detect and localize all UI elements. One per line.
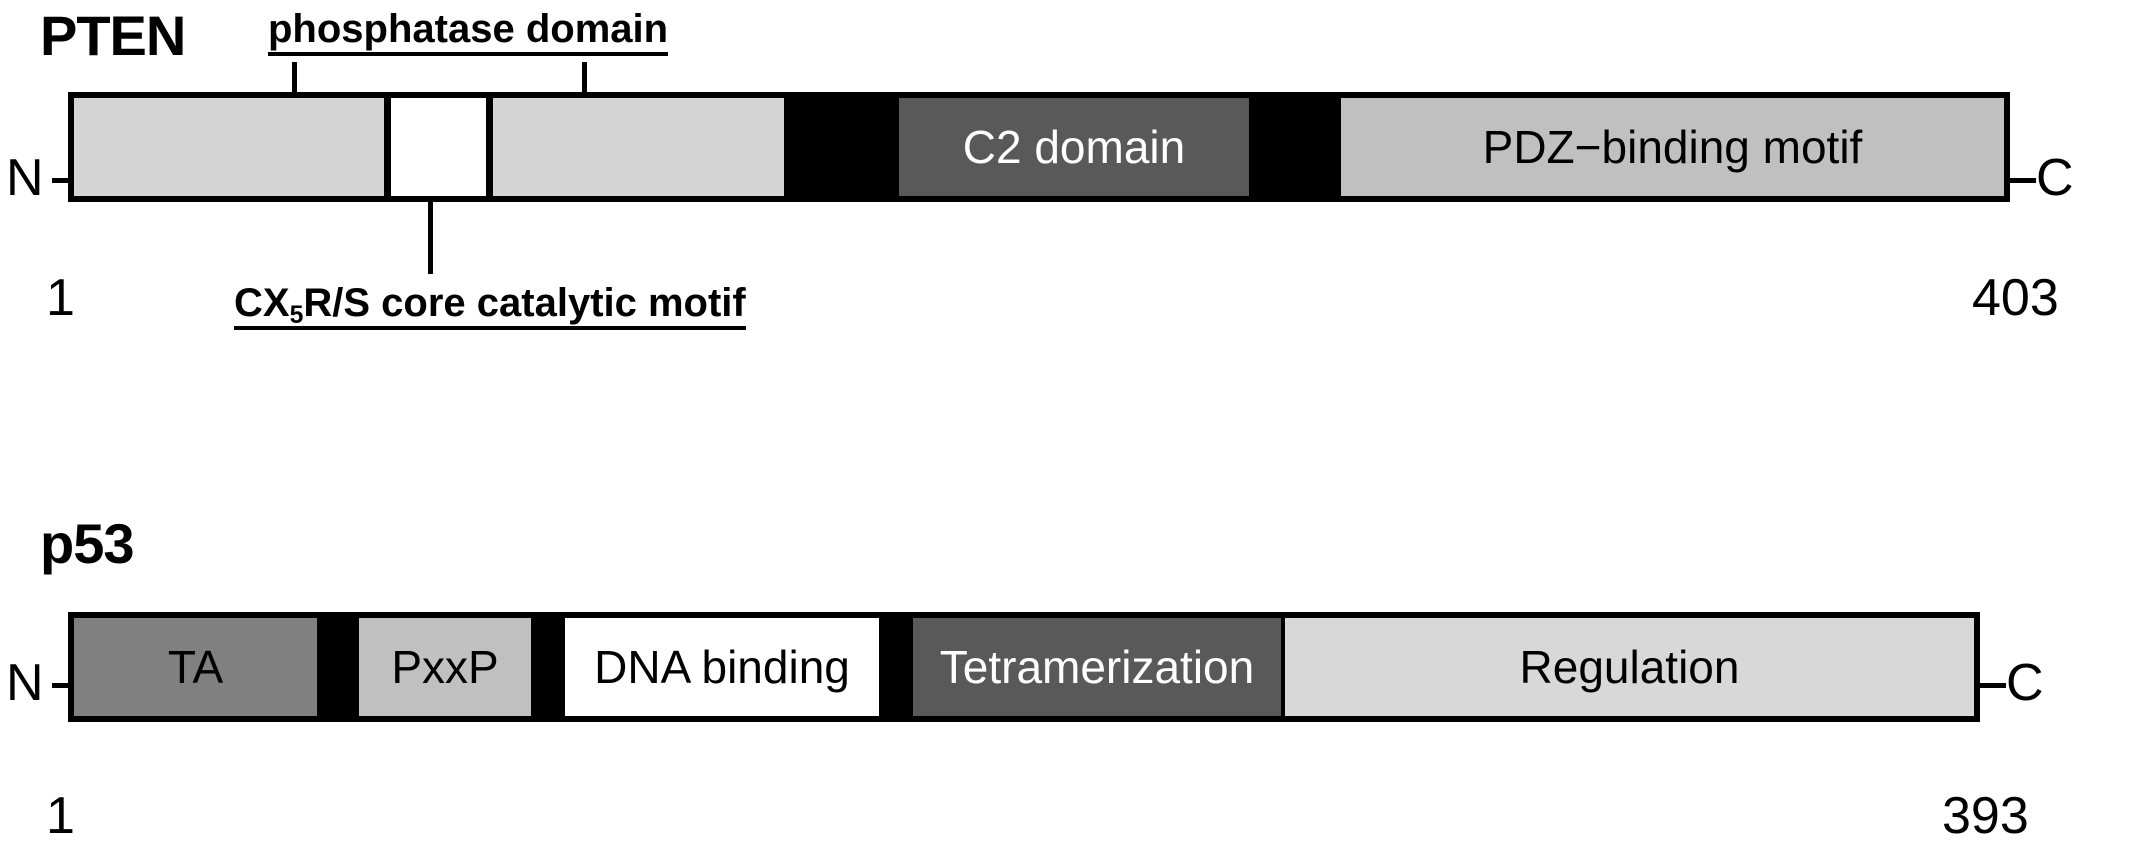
segment-phosphatase-a[interactable] — [74, 98, 384, 196]
annotation-cx-prefix: CX — [234, 281, 290, 325]
segment-linker-1 — [784, 98, 899, 196]
divider-tetramerization-regulation — [1281, 618, 1285, 716]
protein-bar-pten: C2 domain PDZ−binding motif — [68, 92, 2010, 202]
protein-title-pten: PTEN — [40, 4, 186, 67]
protein-bar-p53: TA PxxP DNA binding Tetramerization Regu… — [68, 612, 1980, 722]
segment-regulation[interactable]: Regulation — [1285, 618, 1974, 716]
segment-ta[interactable]: TA — [74, 618, 317, 716]
pten-n-terminus-tick — [52, 178, 76, 183]
segment-pxxp[interactable]: PxxP — [359, 618, 531, 716]
segment-pdz-binding-motif[interactable]: PDZ−binding motif — [1341, 98, 2004, 196]
divider-phosphatase-a-cx5rs — [384, 98, 391, 196]
p53-n-terminus-label: N — [6, 654, 44, 712]
p53-start-residue: 1 — [46, 787, 75, 845]
divider-cx5rs-phosphatase-b — [486, 98, 493, 196]
pten-end-residue: 403 — [1972, 269, 2059, 327]
annotation-core-catalytic-motif: CX5R/S core catalytic motif — [234, 282, 746, 330]
p53-n-terminus-tick — [52, 683, 76, 688]
leader-line-cx5rs — [428, 202, 433, 274]
pten-c-terminus-tick — [2010, 178, 2036, 183]
annotation-cx-suffix: R/S core catalytic motif — [303, 281, 746, 325]
p53-end-residue: 393 — [1942, 787, 2029, 845]
pten-c-terminus-label: C — [2036, 149, 2074, 207]
segment-linker-2 — [1249, 98, 1341, 196]
annotation-cx-subscript: 5 — [289, 301, 304, 329]
segment-phosphatase-b[interactable] — [493, 98, 784, 196]
segment-gap-3 — [879, 618, 913, 716]
p53-c-terminus-label: C — [2006, 654, 2044, 712]
pten-n-terminus-label: N — [6, 149, 44, 207]
pten-start-residue: 1 — [46, 269, 75, 327]
segment-c2-domain[interactable]: C2 domain — [899, 98, 1249, 196]
annotation-phosphatase-domain: phosphatase domain — [268, 8, 669, 56]
protein-title-p53: p53 — [40, 512, 134, 575]
p53-c-terminus-tick — [1980, 683, 2006, 688]
segment-cx5rs-motif[interactable] — [391, 98, 486, 196]
segment-gap-1 — [317, 618, 359, 716]
segment-dna-binding[interactable]: DNA binding — [565, 618, 879, 716]
segment-tetramerization[interactable]: Tetramerization — [913, 618, 1281, 716]
segment-gap-2 — [531, 618, 565, 716]
